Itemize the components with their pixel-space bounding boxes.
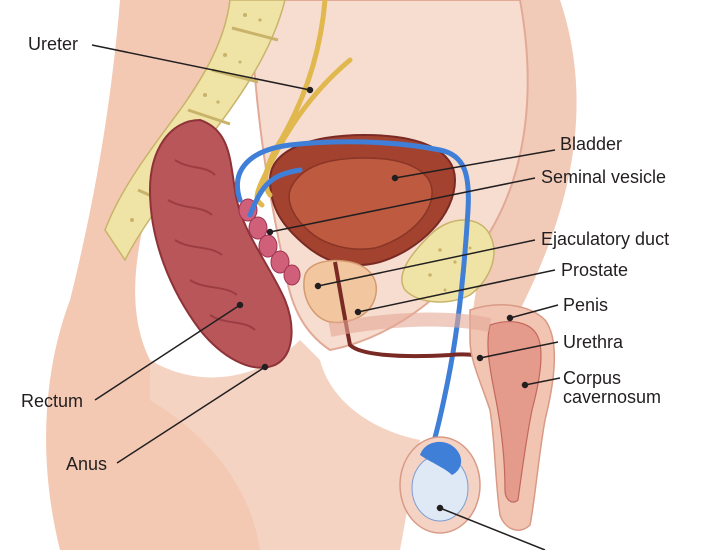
leader-lines [91, 44, 561, 550]
label-seminal-vesicle: Seminal vesicle [541, 167, 667, 187]
label-ureter: Ureter [28, 34, 79, 54]
label-prostate: Prostate [561, 260, 629, 280]
label-corpus-line2: cavernosum [563, 387, 662, 407]
pubic-bone-texture [428, 246, 472, 292]
label-urethra: Urethra [563, 332, 624, 352]
label-rectum: Rectum [21, 391, 84, 411]
label-anus: Anus [66, 454, 108, 474]
back-skin [46, 0, 311, 550]
pubic-bone [401, 219, 495, 303]
label-corpus-line1: Corpus [563, 368, 622, 388]
corpus-cavernosum [487, 321, 542, 503]
epididymis [420, 441, 462, 475]
buttock-area [150, 340, 420, 550]
label-ejaculatory-duct: Ejaculatory duct [541, 229, 670, 249]
rectum [148, 118, 293, 369]
vas-deferens [234, 139, 471, 483]
rectum-folds [167, 159, 256, 331]
penis-shaft-outline [328, 312, 492, 337]
label-penis: Penis [563, 295, 609, 315]
seminal-vesicle [238, 198, 301, 286]
label-bladder: Bladder [560, 134, 623, 154]
